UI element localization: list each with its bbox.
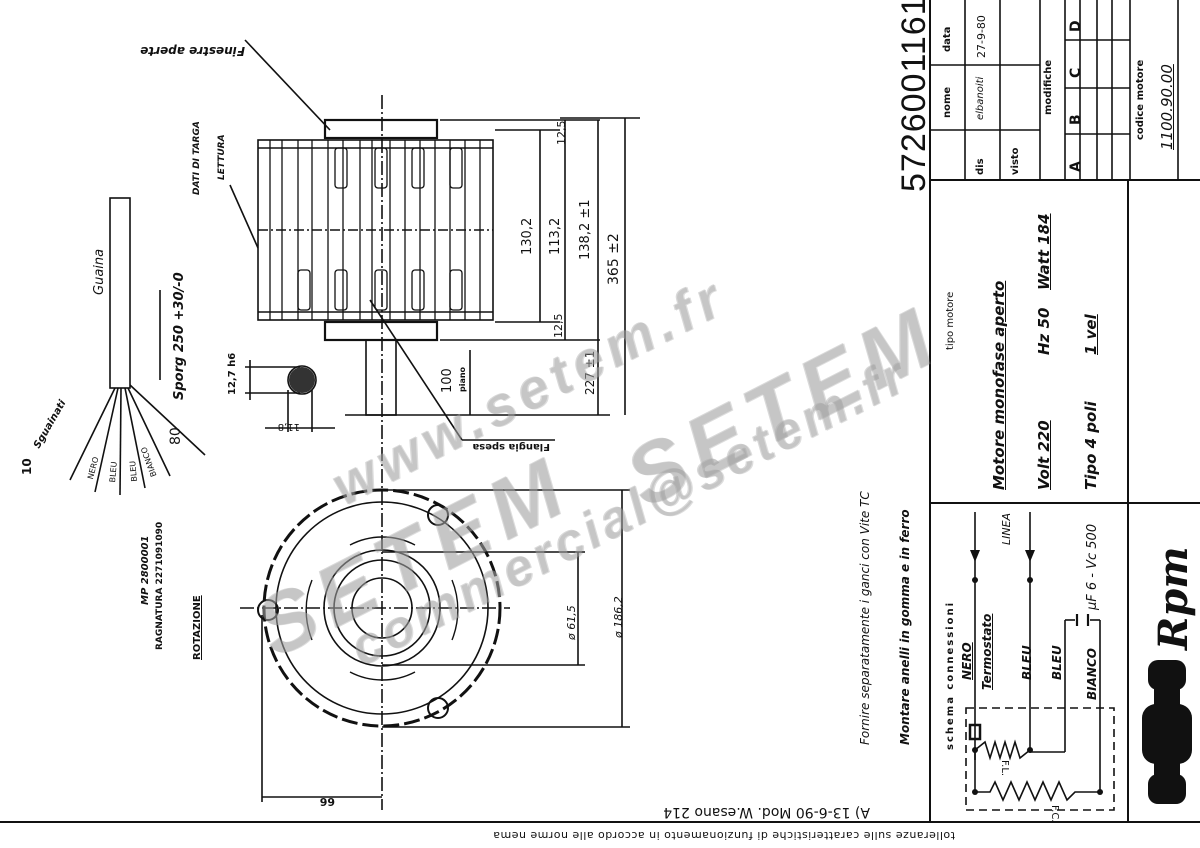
motor-hz: Hz 50 xyxy=(1035,307,1053,355)
winding-fl-label: F.L. xyxy=(999,760,1010,777)
label-ragnatura: RAGNATURA 2271091090 xyxy=(155,521,165,650)
dim-138: 138,2 ±1 xyxy=(578,199,593,260)
dim-12-5-bottom: 12,5 xyxy=(552,313,565,339)
dim-12-5-top: 12,5 xyxy=(555,120,568,146)
linea-label: LINEA xyxy=(1000,512,1013,545)
label-guaina: Guaina xyxy=(92,248,107,295)
codice-motore-value: 1100.90.00 xyxy=(1158,64,1176,150)
dim-113: 113,2 xyxy=(548,217,563,255)
wire-bianco: BIANCO xyxy=(1085,648,1099,700)
revision-note: A) 13-6-90 Mod. W.esano 214 xyxy=(663,804,870,820)
note-fornire: Fornire separatamente i ganci con Vite T… xyxy=(858,491,872,745)
visto-label: visto xyxy=(1010,147,1021,175)
label-dati-di-targa: DATI DI TARGA xyxy=(192,121,202,195)
dim-shaft-flat: 11,8 xyxy=(277,421,300,432)
motor-vel: 1 vel xyxy=(1082,314,1100,355)
dim-outer: ø 186,2 xyxy=(612,596,625,638)
label-mp: MP 2800001 xyxy=(140,535,151,605)
brand-logo: Rpm xyxy=(1150,546,1197,650)
label-finestre-aperte: Finestre aperte xyxy=(140,44,245,58)
codice-motore-label: codice motore xyxy=(1135,59,1146,140)
lead-wire-bleu-2: BLEU xyxy=(128,460,139,482)
label-lettura: LETTURA xyxy=(217,134,227,180)
note-montare: Montare anelli in gomma e in ferro xyxy=(898,509,912,745)
brand-emblem-icon xyxy=(1142,660,1192,810)
motor-description: Motore monofase aperto xyxy=(990,280,1008,490)
label-sporg: Sporg 250 +30/-0 xyxy=(172,272,187,400)
dis-date: 27-9-80 xyxy=(975,15,988,58)
dis-name: elbanoiti xyxy=(975,76,986,120)
termostato-label: Termostato xyxy=(980,613,994,690)
mod-letter-a: A xyxy=(1068,161,1084,172)
dim-100: 100 xyxy=(440,368,455,393)
label-strip-10: 10 xyxy=(20,458,34,475)
label-wire-length-80: 80 xyxy=(168,427,184,445)
wire-bleu-2: BLEU xyxy=(1050,645,1064,680)
winding-fc-label: F.C. xyxy=(1049,805,1060,823)
mod-letter-b: B xyxy=(1068,114,1084,125)
tolerance-note: tolleranze sulle caratteristiche di funz… xyxy=(492,829,955,842)
mod-letter-d: D xyxy=(1068,20,1084,32)
motor-tipo: Tipo 4 poli xyxy=(1082,401,1100,490)
dis-label: dis xyxy=(975,158,986,175)
dim-offset: 66 xyxy=(319,795,335,808)
motor-volt: Volt 220 xyxy=(1035,420,1053,490)
mod-letter-c: C xyxy=(1068,67,1084,78)
dim-bore: ø 61,5 xyxy=(565,605,578,640)
data-label: data xyxy=(942,26,953,52)
dim-shaft-dia: 12,7 h6 xyxy=(227,352,238,395)
schema-connessioni-label: schema connessioni xyxy=(945,601,956,750)
nome-label: nome xyxy=(942,86,953,118)
label-rotazione: ROTAZIONE xyxy=(192,595,203,660)
dim-130: 130,2 xyxy=(520,217,535,255)
lead-wire-bleu-1: BLEU xyxy=(108,461,119,483)
wire-nero: NERO xyxy=(960,642,974,680)
dim-365: 365 ±2 xyxy=(606,233,622,285)
tipo-motore-label: tipo motore xyxy=(945,291,956,350)
capacitor-spec: µF 6 - Vc 500 xyxy=(1085,523,1100,610)
wire-bleu-1: BLEU xyxy=(1020,645,1034,680)
part-number: 5726001161 xyxy=(895,0,933,192)
motor-watt: Watt 184 xyxy=(1035,213,1053,290)
modifiche-label: modifiche xyxy=(1043,59,1054,115)
